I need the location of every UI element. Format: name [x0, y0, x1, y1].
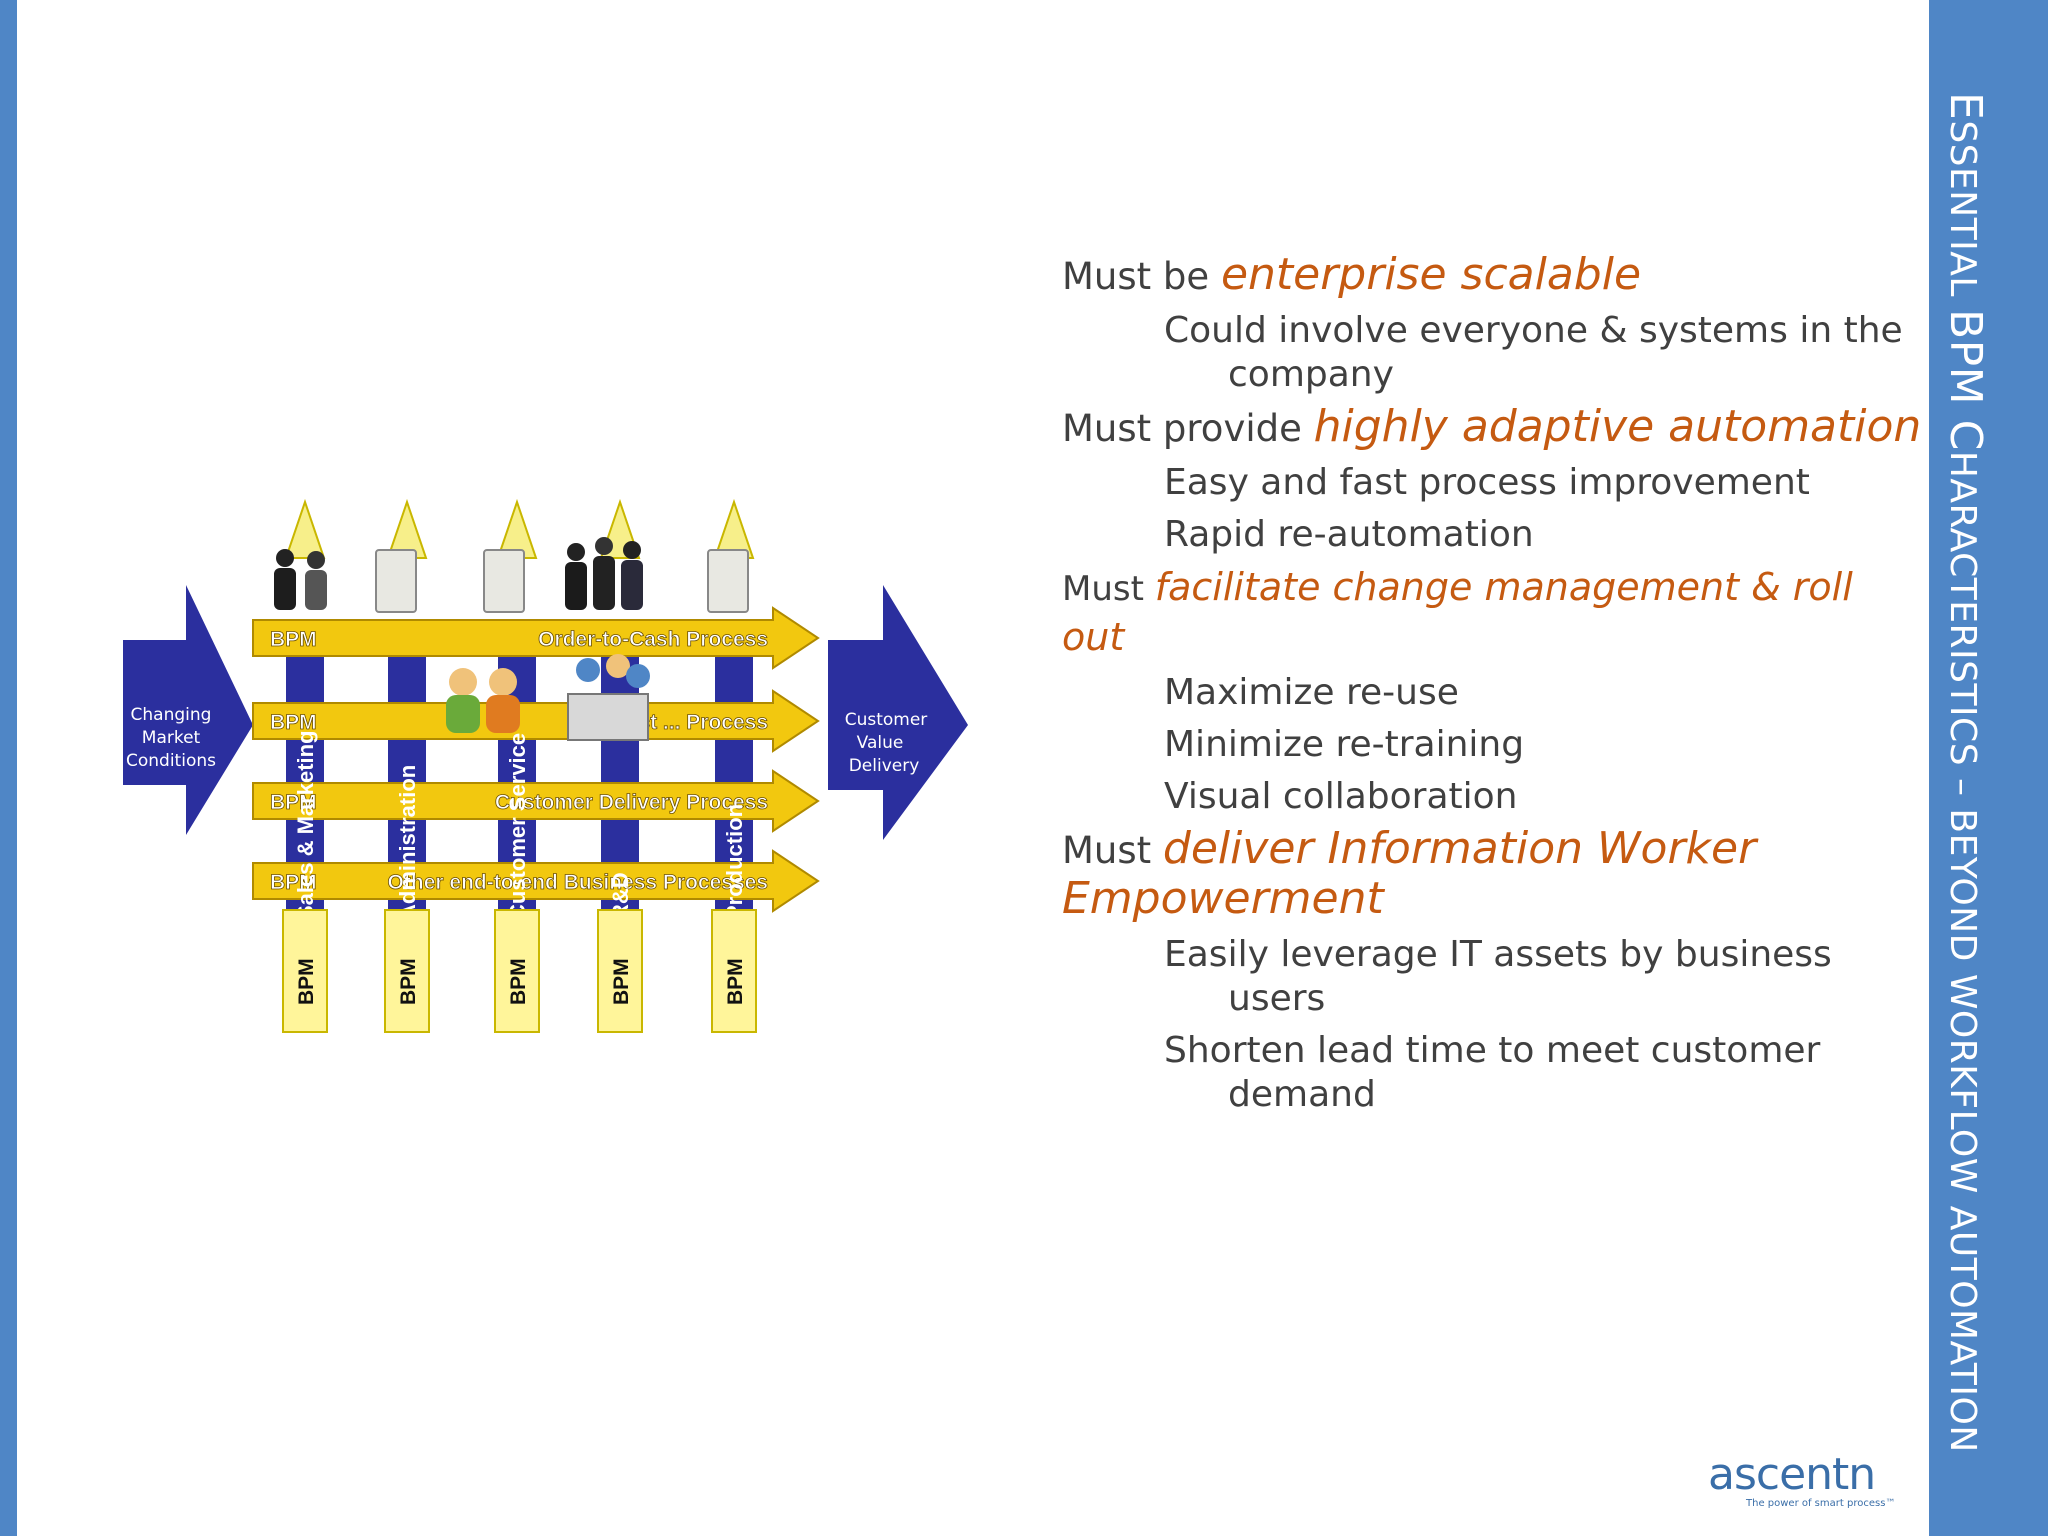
- bullet-level2: Visual collaboration: [1062, 775, 1922, 819]
- bottom-post: [711, 909, 757, 1033]
- bullet-level1: Must facilitate change management & roll…: [1062, 563, 1922, 663]
- title-container: ESSENTIAL BPM CHARACTERISTICS – BEYOND W…: [1929, 0, 2048, 1536]
- post-label: BPM: [295, 958, 318, 1005]
- sub-line: Could involve everyone & systems in the: [1164, 310, 1903, 351]
- right-arrow-label: Value: [857, 733, 904, 753]
- bullet-prefix: Must be: [1062, 255, 1221, 298]
- bullet-prefix: Must provide: [1062, 407, 1314, 450]
- person-icon: [621, 541, 643, 610]
- bottom-post: [384, 909, 430, 1033]
- process-band: [252, 689, 820, 753]
- bullet-level1: Must be enterprise scalable: [1062, 251, 1922, 301]
- band-tag: BPM: [270, 711, 317, 734]
- person-icon: [274, 549, 296, 610]
- title-part: HARACTERISTICS – BEYOND WORKFLOW AUTOMAT…: [1942, 450, 1983, 1453]
- bottom-post: [494, 909, 540, 1033]
- slide-title: ESSENTIAL BPM CHARACTERISTICS – BEYOND W…: [1940, 92, 1991, 1453]
- bullet-level2: Easy and fast process improvement: [1062, 461, 1922, 505]
- band-label: Customer Delivery Process: [495, 791, 768, 814]
- column-label: Production: [722, 804, 747, 920]
- process-band: [252, 769, 820, 833]
- band-tag: BPM: [270, 871, 317, 894]
- left-arrow: [123, 585, 253, 835]
- sub-line: Maximize re-use: [1164, 672, 1459, 713]
- bottom-post: [597, 909, 643, 1033]
- right-arrow-label: Customer: [845, 710, 928, 730]
- sub-line-continuation: company: [1228, 354, 1394, 395]
- title-part: C: [1940, 419, 1991, 451]
- band-tag: BPM: [270, 791, 317, 814]
- column-label: Sales & Marketing: [293, 730, 318, 920]
- bullet-level2: Minimize re-training: [1062, 723, 1922, 767]
- bullet-prefix: Must: [1062, 829, 1163, 872]
- process-band: [252, 606, 820, 670]
- column-label: Customer Service: [505, 733, 530, 920]
- bullet-level1: Must deliver Information Worker Empowerm…: [1062, 825, 1922, 925]
- company-logo: ascentn The power of smart process™: [1708, 1452, 1908, 1512]
- band-label: Order-to-Cash Process: [538, 628, 768, 651]
- bullet-level2: Maximize re-use: [1062, 671, 1922, 715]
- column-top: [284, 498, 326, 559]
- bullet-level1: Must provide highly adaptive automation: [1062, 403, 1922, 453]
- person-icon: [593, 537, 615, 610]
- bottom-post-labels: BPM BPM BPM BPM BPM: [295, 958, 747, 1005]
- bullet-highlight: highly adaptive automation: [1313, 401, 1922, 452]
- post-label: BPM: [507, 958, 530, 1005]
- bottom-post: [282, 909, 328, 1033]
- bullet-highlight: deliver Information Worker Empowerment: [1062, 823, 1757, 924]
- people-icons: [274, 537, 643, 610]
- column-label: Administration: [395, 765, 420, 920]
- sub-line: Minimize re-training: [1164, 724, 1525, 765]
- column-labels: Sales & Marketing Administration Custome…: [293, 730, 747, 920]
- title-part: SSENTIAL: [1942, 120, 1983, 309]
- bullet-highlight: facilitate change management & roll out: [1062, 565, 1853, 659]
- bullet-prefix: Must: [1062, 569, 1155, 609]
- server-icon: [707, 549, 749, 613]
- right-arrow-label: Delivery: [849, 756, 920, 776]
- person-icon: [305, 551, 327, 610]
- title-part: E: [1940, 92, 1991, 121]
- process-band: [252, 849, 820, 913]
- sub-line: Shorten lead time to meet customer: [1164, 1030, 1821, 1071]
- bullet-highlight: enterprise scalable: [1220, 249, 1642, 300]
- bullet-content: Must be enterprise scalable Could involv…: [1062, 245, 1922, 1117]
- collaborators-icon: [446, 654, 650, 741]
- sub-line: Rapid re-automation: [1164, 514, 1534, 555]
- logo-wordmark: ascentn: [1708, 1449, 1876, 1500]
- left-arrow-label: Conditions: [126, 751, 216, 771]
- title-sidebar: [1929, 0, 2048, 1536]
- sub-line-continuation: demand: [1228, 1074, 1376, 1115]
- logo-tagline: The power of smart process™: [1746, 1498, 1896, 1509]
- sub-line: Visual collaboration: [1164, 776, 1518, 817]
- process-bands: [252, 606, 820, 913]
- left-arrow-label: Changing: [131, 705, 212, 725]
- person-icon: [565, 543, 587, 610]
- sub-line: Easily leverage IT assets by business: [1164, 934, 1832, 975]
- bottom-posts: [282, 909, 757, 1033]
- left-arrow-label: Market: [142, 728, 201, 748]
- bullet-level2: Rapid re-automation: [1062, 513, 1922, 557]
- bpm-process-diagram: Changing Market Conditions Customer Valu…: [123, 498, 968, 1033]
- band-labels: BPM Order-to-Cash Process BPM Product ..…: [270, 628, 769, 895]
- server-icons: [375, 549, 749, 613]
- sub-line-continuation: users: [1228, 978, 1326, 1019]
- post-label: BPM: [610, 958, 633, 1005]
- band-tag: BPM: [270, 628, 317, 651]
- right-arrow: [828, 585, 968, 840]
- sub-line: Easy and fast process improvement: [1164, 462, 1810, 503]
- post-label: BPM: [724, 958, 747, 1005]
- band-label: Other end-to-end Business Processes: [388, 871, 768, 894]
- server-icon: [375, 549, 417, 613]
- post-label: BPM: [397, 958, 420, 1005]
- left-accent-strip: [0, 0, 17, 1536]
- server-icon: [483, 549, 525, 613]
- title-part: BPM: [1940, 308, 1991, 420]
